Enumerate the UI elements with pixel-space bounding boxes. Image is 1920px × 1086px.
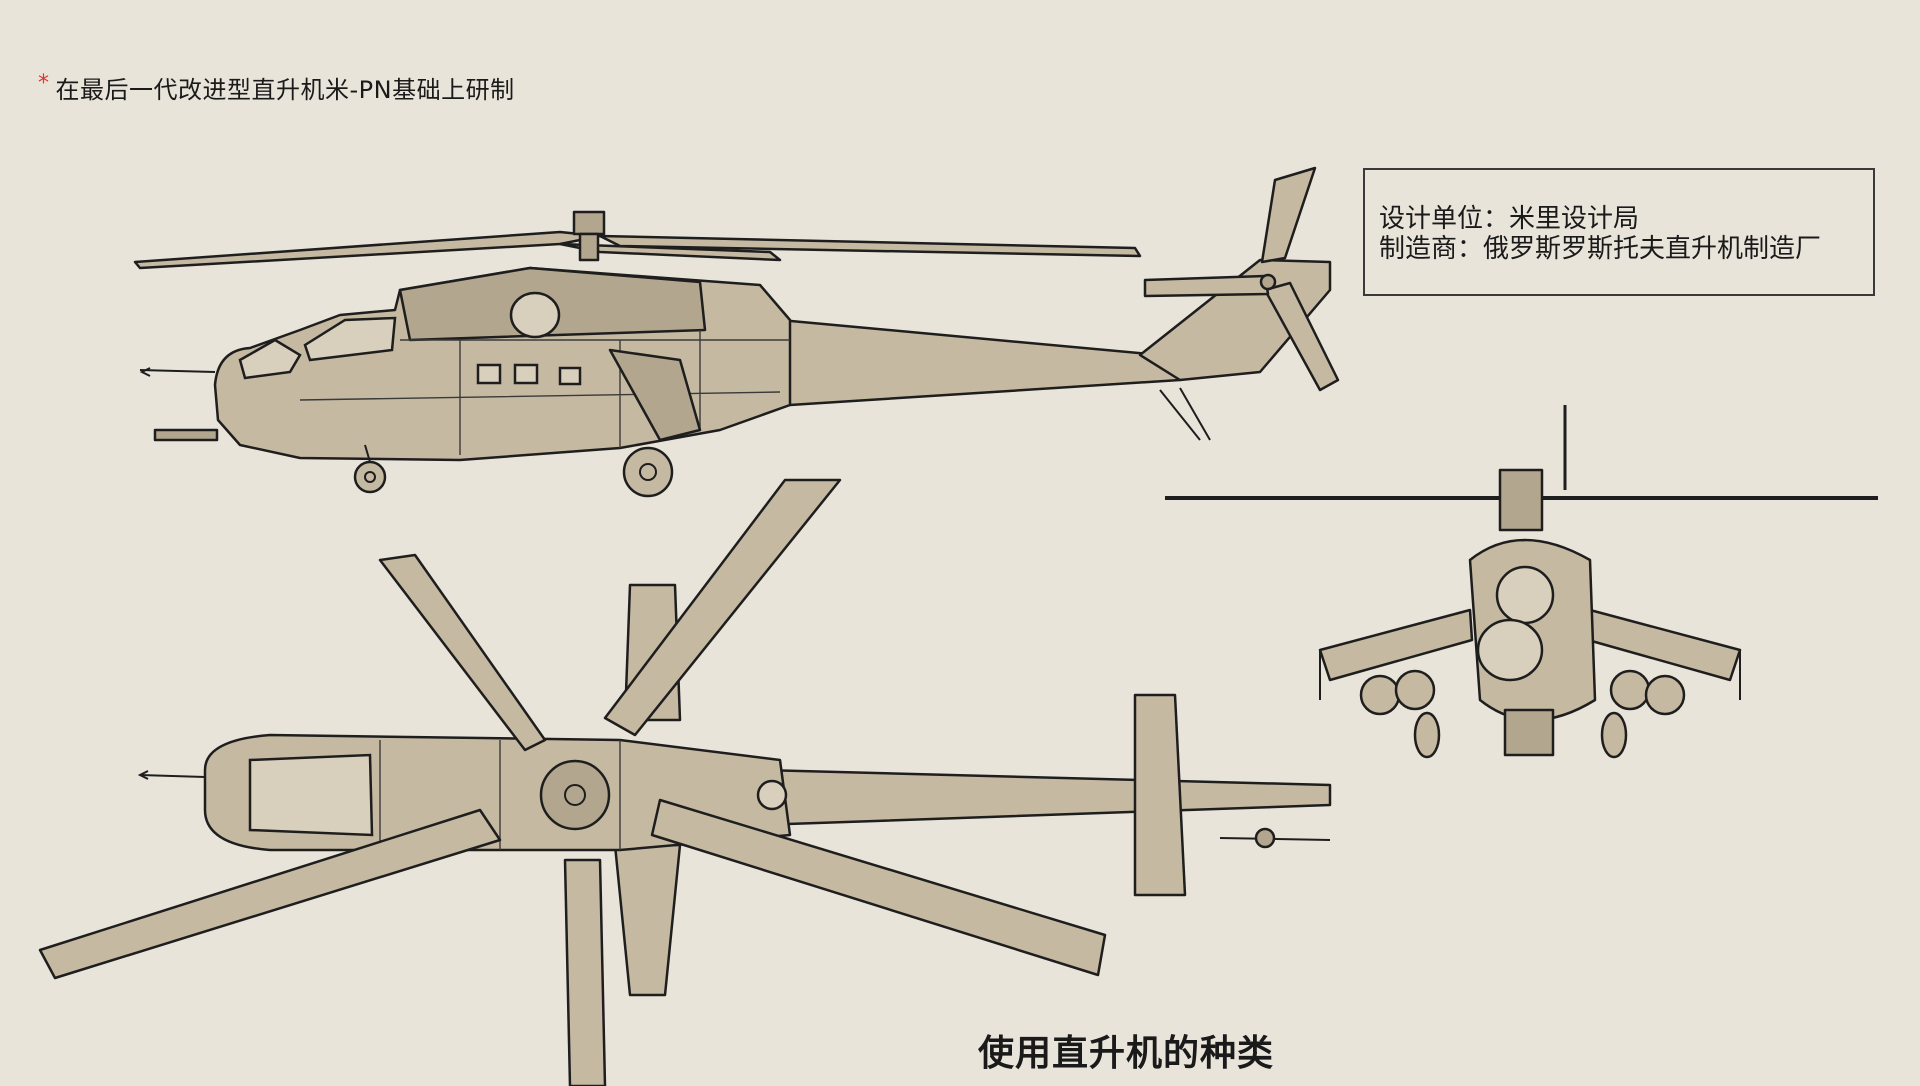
front-canopy	[1476, 618, 1544, 682]
top-rotor-center	[564, 784, 586, 806]
top-exhaust	[756, 779, 788, 811]
main-rotor-blade-right	[598, 234, 1142, 258]
footnote: *在最后一代改进型直升机米-PN基础上研制	[38, 70, 515, 105]
engine-intake	[509, 291, 561, 339]
info-box: 设计单位：米里设计局 制造商：俄罗斯罗斯托夫直升机制造厂	[1363, 168, 1875, 296]
tail-rotor-hub	[1259, 273, 1277, 291]
front-main-wheel	[1600, 711, 1628, 759]
top-canopy	[248, 753, 374, 837]
front-canopy	[238, 338, 302, 380]
wingtip-pylons	[1319, 650, 1741, 700]
tail-rotor-blade-down	[1263, 281, 1340, 392]
tail-rotor-blade-up	[1260, 166, 1317, 264]
nose-wheel-hub	[364, 471, 376, 483]
front-wing-left	[1318, 608, 1474, 682]
front-main-wheel	[1413, 711, 1441, 759]
pitot-tip	[139, 367, 151, 377]
window	[558, 366, 582, 386]
rocket-pod	[1394, 669, 1436, 711]
stub-wing	[608, 348, 702, 442]
top-rotor-hub	[539, 759, 611, 831]
manufacturer-line: 制造商：俄罗斯罗斯托夫直升机制造厂	[1379, 234, 1822, 264]
footnote-text: 在最后一代改进型直升机米-PN基础上研制	[55, 76, 515, 104]
rocket-pod	[1644, 674, 1686, 716]
rear-canopy	[303, 316, 397, 362]
designer-line: 设计单位：米里设计局	[1379, 204, 1640, 234]
window	[476, 363, 502, 385]
asterisk-mark: *	[38, 71, 50, 96]
nose-gear-strut	[364, 444, 371, 463]
tail-rotor-blade-left	[1143, 274, 1270, 298]
top-panel-lines	[379, 740, 621, 850]
rotor-mast	[578, 232, 600, 262]
top-blade-down	[563, 858, 607, 1086]
top-blade-lower-left	[38, 808, 502, 980]
stub-wing-bottom	[613, 843, 682, 997]
top-tail-boom	[758, 768, 1332, 827]
front-chin	[1503, 708, 1555, 757]
window	[513, 363, 539, 385]
tail-skid	[1159, 387, 1211, 441]
top-pitot	[139, 774, 206, 778]
bottom-title: 使用直升机的种类	[978, 1033, 1275, 1074]
front-rotor-head	[1498, 468, 1544, 532]
panel-lines	[299, 330, 790, 455]
top-tail-stabilizer	[1133, 693, 1187, 897]
pitot-tube	[139, 369, 216, 373]
top-blade-lower-right	[650, 798, 1107, 977]
top-blade-upper-right	[603, 478, 842, 737]
top-blade-upper-left	[378, 553, 547, 752]
top-pitot-tip	[137, 770, 149, 780]
top-tail-rotor-hub	[1254, 827, 1276, 849]
main-wheel	[622, 446, 674, 498]
main-wheel-hub	[639, 463, 657, 481]
nose-gun	[153, 428, 219, 442]
